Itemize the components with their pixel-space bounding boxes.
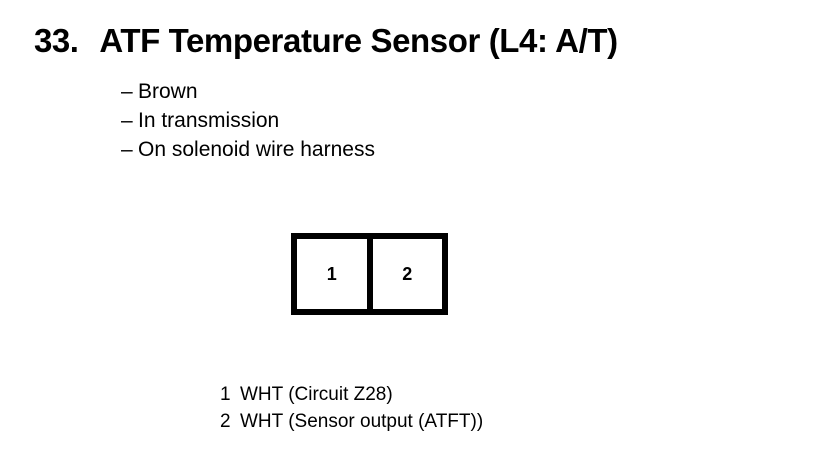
list-item-label: In transmission [138,109,280,132]
list-item: – On solenoid wire harness [121,135,375,164]
title-text: ATF Temperature Sensor (L4: A/T) [99,22,618,59]
list-item: – Brown [121,77,375,106]
legend-row: 2 WHT (Sensor output (ATFT)) [220,408,483,435]
legend-pin-number: 2 [220,411,231,432]
attribute-list: – Brown – In transmission – On solenoid … [121,77,375,164]
item-number: 33. [34,22,79,59]
legend-pin-number: 1 [220,384,231,405]
list-item: – In transmission [121,106,375,135]
dash-icon: – [121,109,133,132]
connector-pin-1: 1 [297,239,367,309]
connector-diagram: 1 2 [291,233,448,315]
dash-icon: – [121,138,133,161]
legend-row: 1 WHT (Circuit Z28) [220,381,483,408]
list-item-label: Brown [138,80,198,103]
legend-pin-description: WHT (Circuit Z28) [240,384,393,405]
list-item-label: On solenoid wire harness [138,138,375,161]
connector-pin-2: 2 [366,239,442,309]
pin-legend: 1 WHT (Circuit Z28) 2 WHT (Sensor output… [220,381,483,435]
legend-pin-description: WHT (Sensor output (ATFT)) [240,411,484,432]
page-title: 33. ATF Temperature Sensor (L4: A/T) [34,24,618,57]
dash-icon: – [121,80,133,103]
